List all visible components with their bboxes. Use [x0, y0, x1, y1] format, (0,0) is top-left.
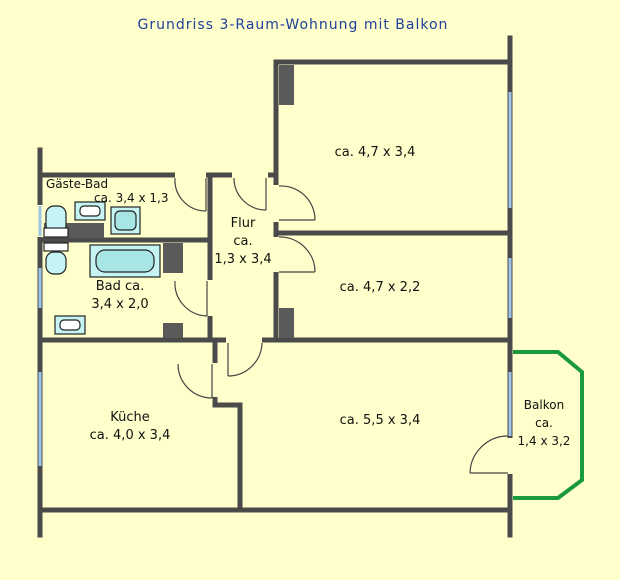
bathtub-icon [89, 244, 161, 278]
balcony-outline [513, 350, 584, 500]
room-label-gaeste-bad: Gäste-Bad [46, 177, 109, 191]
room-label-zimmer2: ca. 4,7 x 2,2 [339, 280, 421, 295]
room-label-flur-ca: ca. [233, 234, 253, 249]
wall-blocks [44, 65, 294, 338]
room-label-schlafzimmer: ca. 4,7 x 3,4 [334, 145, 416, 160]
room-size-bad: 3,4 x 2,0 [91, 297, 149, 312]
room-size-balkon: 1,4 x 3,2 [517, 434, 571, 448]
room-size-gaeste-bad: ca. 3,4 x 1,3 [94, 191, 169, 205]
room-label-wohnzimmer: ca. 5,5 x 3,4 [339, 413, 421, 428]
room-label-flur: Flur [230, 216, 256, 231]
fixtures [43, 201, 161, 335]
room-label-balkon-ca: ca. [535, 416, 553, 430]
room-label-bad: Bad ca. [95, 279, 145, 294]
room-size-flur: 1,3 x 3,4 [214, 252, 272, 267]
page-title: Grundriss 3-Raum-Wohnung mit Balkon [137, 17, 449, 33]
room-label-kueche: Küche [110, 410, 150, 425]
room-label-balkon: Balkon [523, 398, 565, 412]
guest-toilet-icon [43, 205, 69, 238]
room-size-kueche: ca. 4,0 x 3,4 [89, 428, 171, 443]
doors [174, 177, 509, 474]
bath-toilet-icon [43, 242, 69, 275]
guest-shower-icon [110, 206, 141, 235]
windows [38, 92, 512, 466]
bath-washbasin-icon [54, 315, 86, 335]
guest-washbasin-icon [74, 201, 106, 221]
